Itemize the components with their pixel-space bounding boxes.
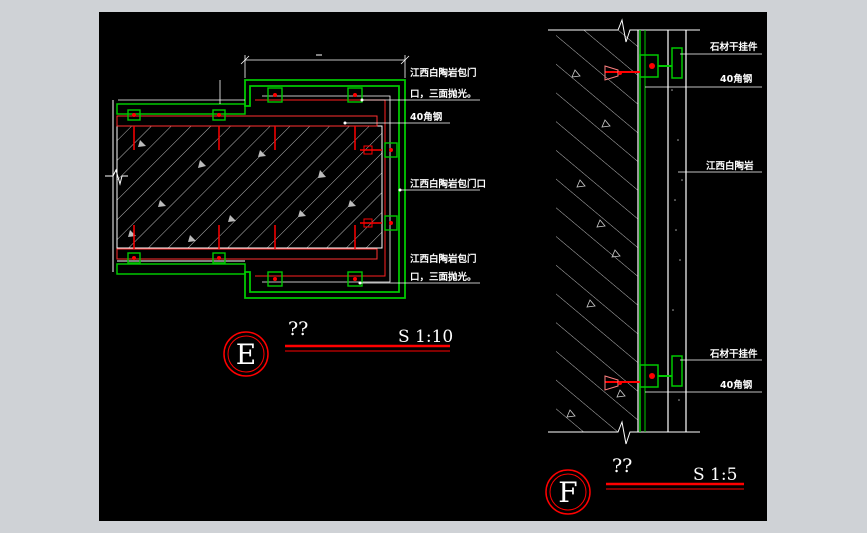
concrete-wall xyxy=(116,125,383,249)
leader-lines xyxy=(345,99,480,284)
aggregate-marks xyxy=(128,140,356,242)
detail-e: 江西白陶岩包门 口，三面抛光。 40角钢 江西白陶岩包门口 江西白陶岩包门 口，… xyxy=(105,54,486,377)
detail-f-letter: F xyxy=(558,476,577,509)
hanger-bottom xyxy=(604,355,683,391)
label-f-angle-top: 40角钢 xyxy=(720,73,753,85)
leader-lines-f xyxy=(645,53,762,393)
anchor-plates xyxy=(127,87,398,287)
label-e-angle-steel: 40角钢 xyxy=(410,111,443,123)
label-e-top-1: 江西白陶岩包门 xyxy=(410,67,477,79)
stone-strip-top xyxy=(116,103,246,115)
dimension-top xyxy=(118,55,410,104)
label-e-middle: 江西白陶岩包门口 xyxy=(410,178,486,190)
label-e-top-2: 口，三面抛光。 xyxy=(410,88,477,100)
label-f-angle-bottom: 40角钢 xyxy=(720,379,753,391)
cad-drawing: 江西白陶岩包门 口，三面抛光。 40角钢 江西白陶岩包门口 江西白陶岩包门 口，… xyxy=(105,18,762,515)
label-f-stone: 江西白陶岩 xyxy=(706,160,754,172)
wall-aggregate xyxy=(566,69,626,418)
stone-strip-bottom xyxy=(116,263,246,275)
hanger-top xyxy=(604,47,683,81)
bolt-heads xyxy=(363,145,373,228)
stone-cladding-frame xyxy=(244,79,406,299)
detail-f-title: ?? xyxy=(612,455,632,477)
detail-f-scale: S 1:5 xyxy=(693,465,737,485)
label-f-hanger-top: 石材干挂件 xyxy=(709,41,758,53)
label-e-bottom-1: 江西白陶岩包门 xyxy=(410,253,477,265)
bolt-dots xyxy=(132,93,393,281)
title-block-f: F ?? S 1:5 xyxy=(545,455,744,515)
detail-e-scale: S 1:10 xyxy=(398,327,453,347)
label-e-bottom-2: 口，三面抛光。 xyxy=(410,271,477,283)
label-f-hanger-bottom: 石材干挂件 xyxy=(709,348,758,360)
detail-f: 石材干挂件 40角钢 江西白陶岩 石材干挂件 40角钢 F ?? S 1:5 xyxy=(545,18,762,515)
structural-wall xyxy=(556,30,638,432)
stone-texture xyxy=(671,89,683,401)
title-block-e: E ?? S 1:10 xyxy=(223,318,453,377)
detail-e-title: ?? xyxy=(288,318,308,340)
drawing-canvas: 江西白陶岩包门 口，三面抛光。 40角钢 江西白陶岩包门口 江西白陶岩包门 口，… xyxy=(99,12,767,521)
detail-e-letter: E xyxy=(236,338,256,371)
